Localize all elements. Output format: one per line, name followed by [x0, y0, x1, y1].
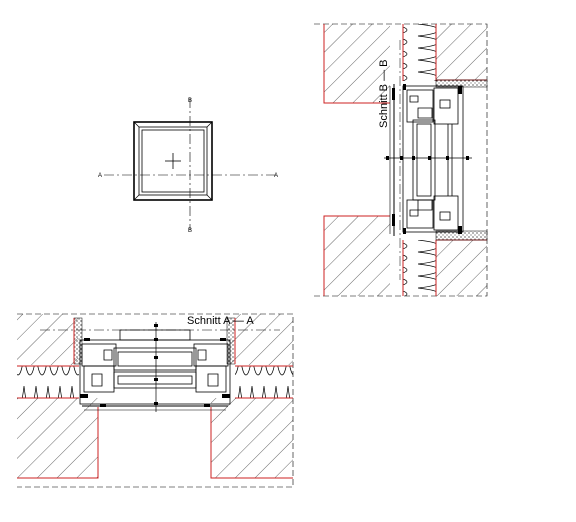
section-b-title: Schnitt B — B — [378, 60, 390, 128]
wall-edge — [323, 24, 390, 104]
window-profile-b — [402, 85, 464, 233]
plaster-strip — [73, 317, 83, 365]
insulation-right — [235, 366, 293, 398]
wall-concrete-upper-right — [436, 24, 487, 80]
wall-concrete-lower-right — [211, 398, 293, 478]
insulation-lower — [403, 240, 436, 296]
section-b-b: Schnitt B — B — [314, 23, 488, 297]
wall-edge — [323, 215, 390, 296]
wall-concrete-lower-left — [17, 398, 98, 478]
insulation-left — [17, 366, 79, 398]
axis-ticks — [154, 324, 158, 405]
wall-concrete-lower-right — [436, 240, 487, 296]
insulation-upper — [403, 24, 436, 81]
corner-line — [133, 194, 140, 201]
axis-ticks — [386, 156, 469, 160]
corner-line — [133, 121, 140, 128]
wall-concrete-upper-left — [324, 24, 390, 103]
window-profile-a — [79, 329, 231, 405]
wall-edge — [17, 407, 99, 479]
axis-a-label-right: A — [274, 173, 278, 179]
corner-line — [206, 121, 213, 128]
section-a-title: Schnitt A — A — [187, 315, 254, 327]
axis-b-label-bottom: B — [188, 228, 192, 234]
wall-concrete-upper-right — [231, 314, 293, 365]
wall-concrete-upper-left — [17, 314, 78, 365]
frame-middle — [138, 126, 208, 196]
axis-b-label-top: B — [188, 98, 192, 104]
section-a-a: Schnitt A — A — [17, 313, 294, 488]
wall-edge — [210, 407, 293, 479]
wall-concrete-lower-left — [324, 216, 390, 296]
frame-outer — [133, 121, 213, 201]
axis-a-label-left: A — [98, 173, 102, 179]
frame-inner — [141, 129, 205, 193]
corner-line — [206, 194, 213, 201]
section-boundary — [314, 23, 488, 297]
plan-view: A A B B — [98, 98, 278, 234]
